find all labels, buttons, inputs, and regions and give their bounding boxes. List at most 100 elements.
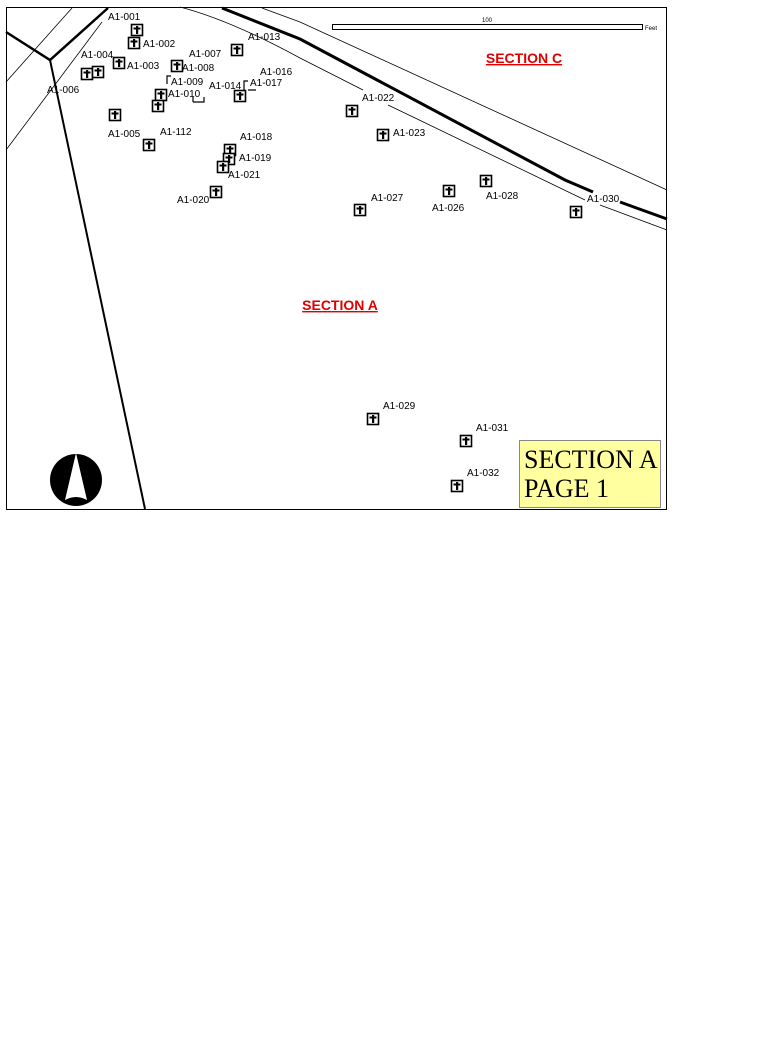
map-frame xyxy=(6,7,667,510)
plot-a1-017[interactable]: A1-017 xyxy=(250,78,283,89)
plot-a1-004[interactable]: A1-004 xyxy=(80,50,114,81)
road-edge-south xyxy=(179,6,364,91)
grave-cross-icon[interactable] xyxy=(151,99,165,113)
plot-label: A1-112 xyxy=(160,127,192,138)
plot-a1-013[interactable]: A1-013 xyxy=(248,32,281,43)
section-c-label: SECTION C xyxy=(486,50,562,66)
grave-cross-icon[interactable] xyxy=(233,89,247,103)
grave-cross-icon[interactable] xyxy=(216,160,230,174)
plot-label: A1-028 xyxy=(486,191,519,202)
plot-label: A1-027 xyxy=(371,193,404,204)
grave-cross-icon[interactable] xyxy=(91,65,105,79)
plot-label: A1-013 xyxy=(248,32,281,43)
grave-cross-icon[interactable] xyxy=(154,88,168,102)
grave-cross-icon[interactable] xyxy=(376,128,390,142)
grave-cross-icon[interactable] xyxy=(442,184,456,198)
plot-label: A1-004 xyxy=(81,50,114,61)
plot-a1-009[interactable]: A1-009 xyxy=(171,77,204,88)
road-edge-south xyxy=(599,204,668,231)
grave-cross-icon[interactable] xyxy=(108,108,122,122)
grave-cross-icon[interactable] xyxy=(230,43,244,57)
plot-a1-112[interactable]: A1-112 xyxy=(142,127,192,152)
grave-cross-icon[interactable] xyxy=(80,67,94,81)
grave-cross-icon[interactable] xyxy=(450,479,464,493)
title-box-bg xyxy=(519,440,661,508)
plot-a1-002[interactable]: A1-002 xyxy=(127,36,176,51)
plot-label: A1-002 xyxy=(143,39,176,50)
plot-a1-029[interactable]: A1-029 xyxy=(366,401,416,426)
plot-a1-007[interactable]: A1-007 xyxy=(189,43,244,61)
grave-cross-icon[interactable] xyxy=(130,23,144,37)
plot-a1-028[interactable]: A1-028 xyxy=(479,174,519,203)
partial-plot-marker xyxy=(166,75,256,103)
grave-cross-icon[interactable] xyxy=(345,104,359,118)
scale-value: 100 xyxy=(482,18,493,24)
grave-cross-icon[interactable] xyxy=(127,36,141,50)
plot-label: A1-005 xyxy=(108,129,141,140)
roads xyxy=(5,6,668,510)
plot-label: A1-009 xyxy=(171,77,204,88)
road-main xyxy=(221,6,594,194)
plot-label: A1-022 xyxy=(362,93,395,104)
plot-label: A1-019 xyxy=(239,153,272,164)
plot-a1-032[interactable]: A1-032 xyxy=(450,468,500,493)
plot-label: A1-020 xyxy=(177,195,210,206)
title-line-1: SECTION A xyxy=(524,445,658,474)
plot-label: A1-018 xyxy=(240,132,273,143)
plot-a1-016[interactable]: A1-016 xyxy=(260,67,293,78)
grave-cross-icon[interactable] xyxy=(353,203,367,217)
plot-a1-005[interactable]: A1-005 xyxy=(108,108,141,141)
plot-a1-022[interactable]: A1-022 xyxy=(345,93,395,118)
plot-label: A1-032 xyxy=(467,468,500,479)
scale-unit: Feet xyxy=(645,26,657,32)
plot-label: A1-014 xyxy=(209,81,242,92)
plot-label: A1-021 xyxy=(228,170,261,181)
grave-cross-icon[interactable] xyxy=(459,434,473,448)
grave-cross-icon[interactable] xyxy=(366,412,380,426)
north-arrow-icon xyxy=(50,453,102,506)
road-main xyxy=(619,200,668,221)
grave-cross-icon[interactable] xyxy=(112,56,126,70)
plot-a1-003[interactable]: A1-003 xyxy=(112,56,160,73)
scale-bar: 100 Feet xyxy=(332,18,657,32)
plot-a1-020[interactable]: A1-020 xyxy=(177,185,223,207)
grave-cross-icon[interactable] xyxy=(479,174,493,188)
road-edge xyxy=(5,7,73,83)
plot-a1-027[interactable]: A1-027 xyxy=(353,193,404,217)
grave-cross-icon[interactable] xyxy=(170,59,184,73)
plot-a1-023[interactable]: A1-023 xyxy=(376,128,426,142)
plot-label: A1-003 xyxy=(127,61,160,72)
plot-label: A1-010 xyxy=(168,89,201,100)
section-a-label: SECTION A xyxy=(302,297,378,313)
plot-label: A1-006 xyxy=(47,85,80,96)
road-west xyxy=(49,59,146,510)
plot-label: A1-016 xyxy=(260,67,293,78)
plot-label: A1-031 xyxy=(476,423,509,434)
page-title-box: SECTION A PAGE 1 xyxy=(519,440,661,508)
plot-a1-031[interactable]: A1-031 xyxy=(459,423,509,448)
plot-label: A1-023 xyxy=(393,128,426,139)
plot-a1-026[interactable]: A1-026 xyxy=(432,184,465,215)
plot-a1-010[interactable]: A1-010 xyxy=(151,88,201,113)
grave-cross-icon[interactable] xyxy=(569,205,583,219)
plot-label: A1-008 xyxy=(182,63,215,74)
road-edge-south xyxy=(387,104,586,201)
plot-a1-014[interactable]: A1-014 xyxy=(209,81,247,103)
plot-a1-006[interactable]: A1-006 xyxy=(47,85,80,96)
plot-label: A1-017 xyxy=(250,78,283,89)
scale-bar-rect xyxy=(332,24,643,30)
plot-label: A1-001 xyxy=(108,12,141,23)
plot-label: A1-030 xyxy=(587,194,620,205)
plot-a1-019[interactable]: A1-019 xyxy=(222,152,272,166)
plot-a1-030[interactable]: A1-030 xyxy=(569,194,620,219)
grave-cross-icon[interactable] xyxy=(209,185,223,199)
plot-a1-008[interactable]: A1-008 xyxy=(170,59,215,75)
plot-a1-021[interactable]: A1-021 xyxy=(216,160,261,182)
plot-a1-001[interactable]: A1-001 xyxy=(108,12,144,37)
plot-label: A1-029 xyxy=(383,401,416,412)
grave-cross-icon[interactable] xyxy=(142,138,156,152)
road-edge xyxy=(5,21,103,151)
